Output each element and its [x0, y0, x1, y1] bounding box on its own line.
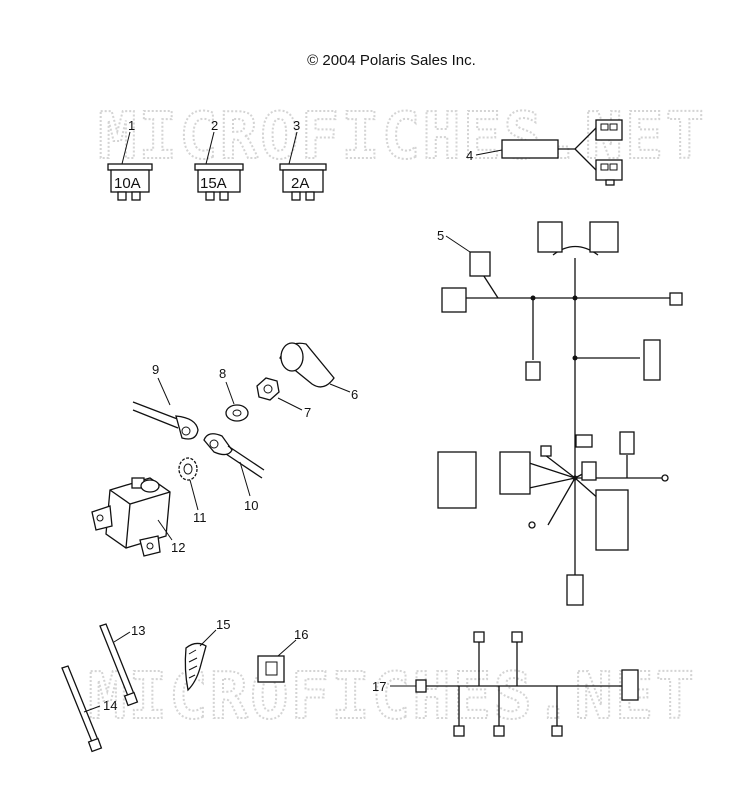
- callout-10: 10: [244, 498, 258, 513]
- callout-11: 11: [193, 510, 207, 525]
- callout-1: 1: [128, 118, 135, 133]
- cable-tie-14[interactable]: 14: [61, 665, 117, 753]
- copyright-notice: © 2004 Polaris Sales Inc.: [307, 52, 476, 69]
- callout-16: 16: [294, 627, 308, 642]
- watermark-bottom: MICROFICHES.NET: [87, 659, 696, 735]
- callout-9: 9: [152, 362, 159, 377]
- ground-cable-10[interactable]: 10: [203, 433, 265, 513]
- fuse-3-rating: 2A: [291, 175, 309, 192]
- callout-8: 8: [219, 366, 226, 381]
- cable-tie-13[interactable]: 13: [99, 623, 145, 707]
- battery-cable-9[interactable]: 9: [132, 362, 199, 440]
- callout-4: 4: [466, 148, 473, 163]
- callout-15: 15: [216, 617, 230, 632]
- nut-7[interactable]: 7: [256, 377, 311, 420]
- harness-clip-15[interactable]: 15: [184, 617, 230, 692]
- terminal-boot-6[interactable]: 6: [279, 342, 358, 402]
- callout-12: 12: [171, 540, 185, 555]
- callout-2: 2: [211, 118, 218, 133]
- callout-3: 3: [293, 118, 300, 133]
- callout-7: 7: [304, 405, 311, 420]
- callout-5: 5: [437, 228, 444, 243]
- fuse-3[interactable]: 3 2A: [279, 118, 327, 201]
- fuse-1[interactable]: 1 10A: [107, 118, 153, 201]
- main-wiring-harness-5[interactable]: 5: [437, 221, 683, 606]
- fuse-2[interactable]: 2 15A: [194, 118, 244, 201]
- foam-pad-16[interactable]: 16: [257, 627, 308, 683]
- svg-text:MICROFICHES.NET: MICROFICHES.NET: [88, 660, 696, 734]
- callout-13: 13: [131, 623, 145, 638]
- callout-17: 17: [372, 679, 386, 694]
- callout-14: 14: [103, 698, 117, 713]
- star-washer-11[interactable]: 11: [178, 457, 207, 525]
- fuse-1-rating: 10A: [114, 175, 141, 192]
- fuse-2-rating: 15A: [200, 175, 227, 192]
- callout-6: 6: [351, 387, 358, 402]
- relay-module-4[interactable]: 4: [466, 119, 623, 186]
- starter-solenoid-12[interactable]: 12: [91, 477, 185, 557]
- washer-8[interactable]: 8: [219, 366, 249, 422]
- sub-harness-17[interactable]: 17: [372, 631, 639, 737]
